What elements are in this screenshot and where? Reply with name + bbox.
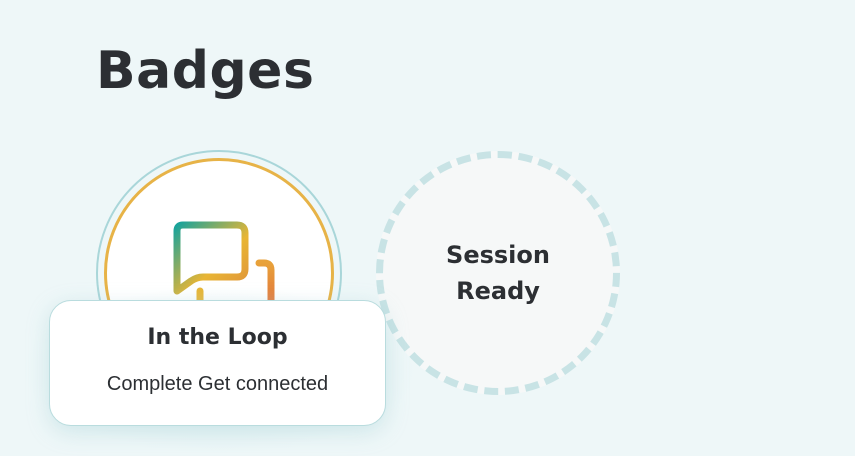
badge-session-ready-label-line2: Ready <box>456 277 540 305</box>
page-title: Badges <box>96 41 315 101</box>
badge-tooltip: In the Loop Complete Get connected <box>49 300 386 426</box>
tooltip-title: In the Loop <box>147 325 288 350</box>
badge-session-ready[interactable]: Session Ready <box>376 151 620 395</box>
badge-session-ready-label-line1: Session <box>446 241 550 269</box>
badge-session-ready-label: Session Ready <box>423 237 573 309</box>
tooltip-description: Complete Get connected <box>106 373 329 395</box>
